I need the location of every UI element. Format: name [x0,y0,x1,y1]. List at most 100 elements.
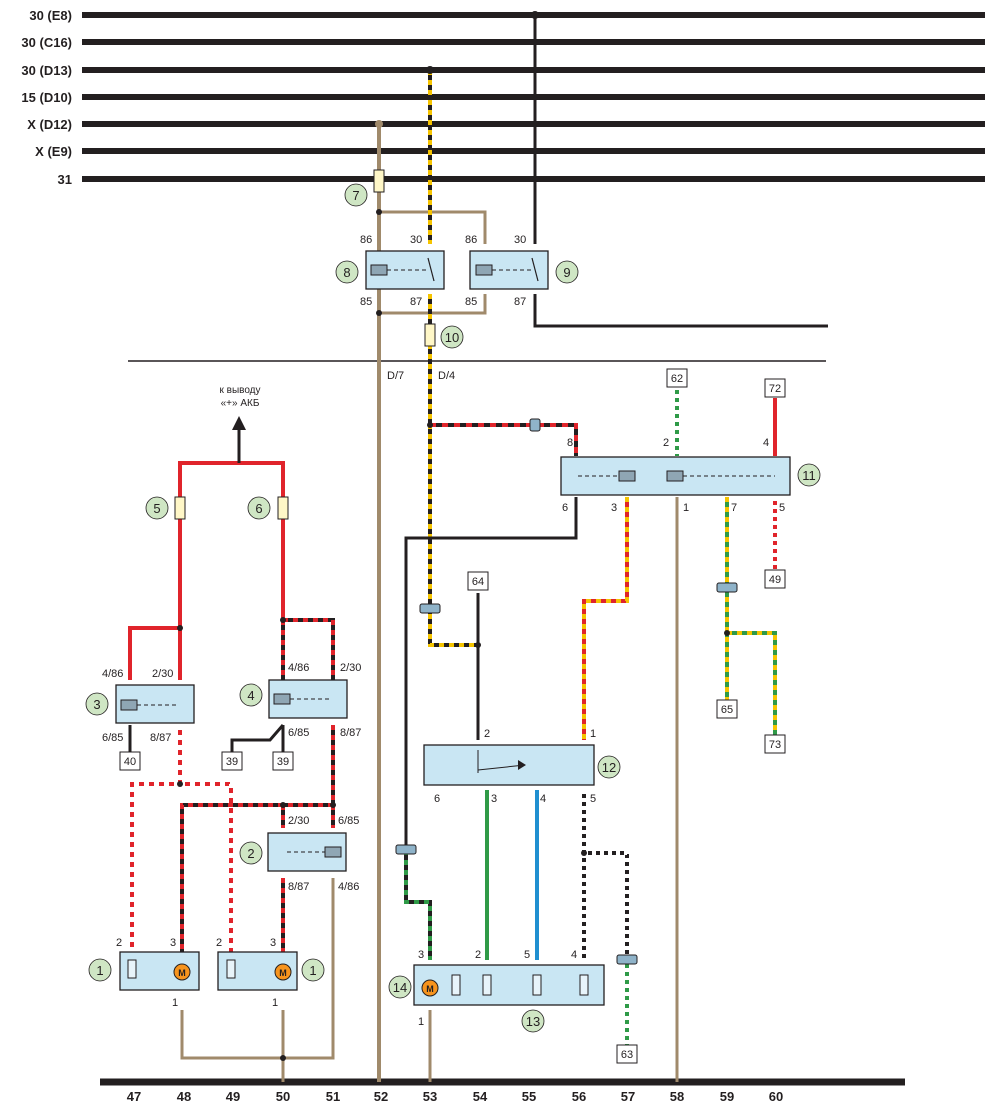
relay-4-pin-685: 6/85 [288,727,309,739]
k11-pin-2: 2 [663,437,669,449]
motor-1-left-m [173,963,191,981]
callout-3-label: 3 [93,697,100,712]
box-39a [221,751,243,771]
junction [280,617,286,623]
junction [280,1055,286,1061]
box-64-label: 64 [472,576,484,588]
box-49 [764,569,786,589]
column-55: 55 [522,1089,536,1104]
callout-6 [247,496,271,520]
relay-4-coil [273,693,291,705]
relay-9-pin-30: 30 [514,234,526,246]
m1b-pin-2: 2 [216,937,222,949]
wire-rw-to-m1b2 [180,782,233,955]
m1b-pin-3: 3 [270,937,276,949]
m13-pin-5: 5 [524,949,530,961]
box-64 [467,571,489,591]
wire-gy-to-73-stripe [727,631,777,735]
inline-connector [419,603,441,614]
m1a-pin-1: 1 [172,997,178,1009]
relay-9-pin-87: 87 [514,296,526,308]
connector-boxes: 62 72 49 64 65 73 40 39 39 63 [119,368,786,1064]
relay-3-pin-685: 6/85 [102,732,123,744]
wire-black-relay9-out [533,294,828,328]
relay-2-pin-486: 4/86 [338,881,359,893]
callout-14-label: 14 [393,980,407,995]
fuse-7 [373,169,385,193]
motor-unit-13-res3 [532,974,542,996]
wire-tan-86-loop [379,210,487,244]
fuse-5 [174,496,186,520]
wire-rb-r4-887-stripe [180,725,335,955]
k11-pin-8: 8 [567,437,573,449]
wire-ry-k11-s12-stripe [582,497,629,740]
wire-tan-m1-gnd [180,878,335,1060]
box-65-label: 65 [721,704,733,716]
wire-bw-to-57 [584,851,629,960]
wire-rw-r3-887-stripe [130,725,182,955]
relay-9-pin-85: 85 [465,296,477,308]
column-numbers: 47 48 49 50 51 52 53 54 55 56 57 58 59 6… [127,1089,783,1104]
junction [475,642,481,648]
junction [427,422,433,428]
motor-unit-13-res2 [482,974,492,996]
battery-arrow-head [232,416,246,430]
motor-unit-13: M 3 2 5 4 1 [413,949,605,1028]
callout-12 [597,755,621,779]
m1a-pin-2: 2 [116,937,122,949]
callout-1b-label: 1 [309,963,316,978]
box-63 [616,1044,638,1064]
box-62-label: 62 [671,373,683,385]
m1a-pin-3: 3 [170,937,176,949]
callout-4-label: 4 [247,688,254,703]
motor-unit-13-res4 [579,974,589,996]
relay-3: 4/86 2/30 6/85 8/87 [102,668,195,744]
relay-9: 86 30 85 87 [465,234,549,308]
wire-gb-to-m14-stripe [404,850,432,960]
callout-10 [440,325,464,349]
motor-unit-13-res1 [451,974,461,996]
inline-connectors [395,418,738,965]
relay-2-body [267,832,347,872]
relay-3-pin-887: 8/87 [150,732,171,744]
motor-1-right: M 2 3 1 [216,937,298,1009]
inline-connector [529,418,541,432]
connector-d7-label: D/7 [387,370,404,382]
callouts: 7 8 9 10 11 12 13 14 5 6 3 4 2 1 1 [85,183,821,1033]
callout-2 [239,841,263,865]
junction [376,209,382,215]
motor-1-left-resistor [127,959,137,979]
relay-8-pin-30: 30 [410,234,422,246]
column-52: 52 [374,1089,388,1104]
s12-pin-2: 2 [484,728,490,740]
column-56: 56 [572,1089,586,1104]
callout-13 [521,1009,545,1033]
callout-9 [555,260,579,284]
column-48: 48 [177,1089,191,1104]
wire-red-r3 [128,626,180,680]
motor-14-m [421,979,439,997]
callout-5 [145,496,169,520]
fuse-10 [424,323,436,347]
relay-2-coil [324,846,342,858]
junction [330,802,336,808]
switch-12-inner2 [477,764,526,771]
m1b-pin-1: 1 [272,997,278,1009]
wire-black-k11-6 [404,497,578,850]
callout-4 [239,683,263,707]
bus-label-30-d13: 30 (D13) [21,63,72,78]
battery-arrow: к выводу «+» АКБ [219,385,261,463]
motor-1-right-resistor [226,959,236,979]
box-72 [764,378,786,398]
m13-pin-2: 2 [475,949,481,961]
callout-9-label: 9 [563,265,570,280]
wire-black-r4-685 [230,724,285,752]
relay-3-pin-230: 2/30 [152,668,173,680]
wire-rw-to-m1b2-stripe [180,782,233,955]
fuse-6 [277,496,289,520]
relay-8-coil [370,264,388,276]
relay-2-pin-887: 8/87 [288,881,309,893]
junction [177,781,183,787]
relay-4-pin-887: 8/87 [340,727,361,739]
